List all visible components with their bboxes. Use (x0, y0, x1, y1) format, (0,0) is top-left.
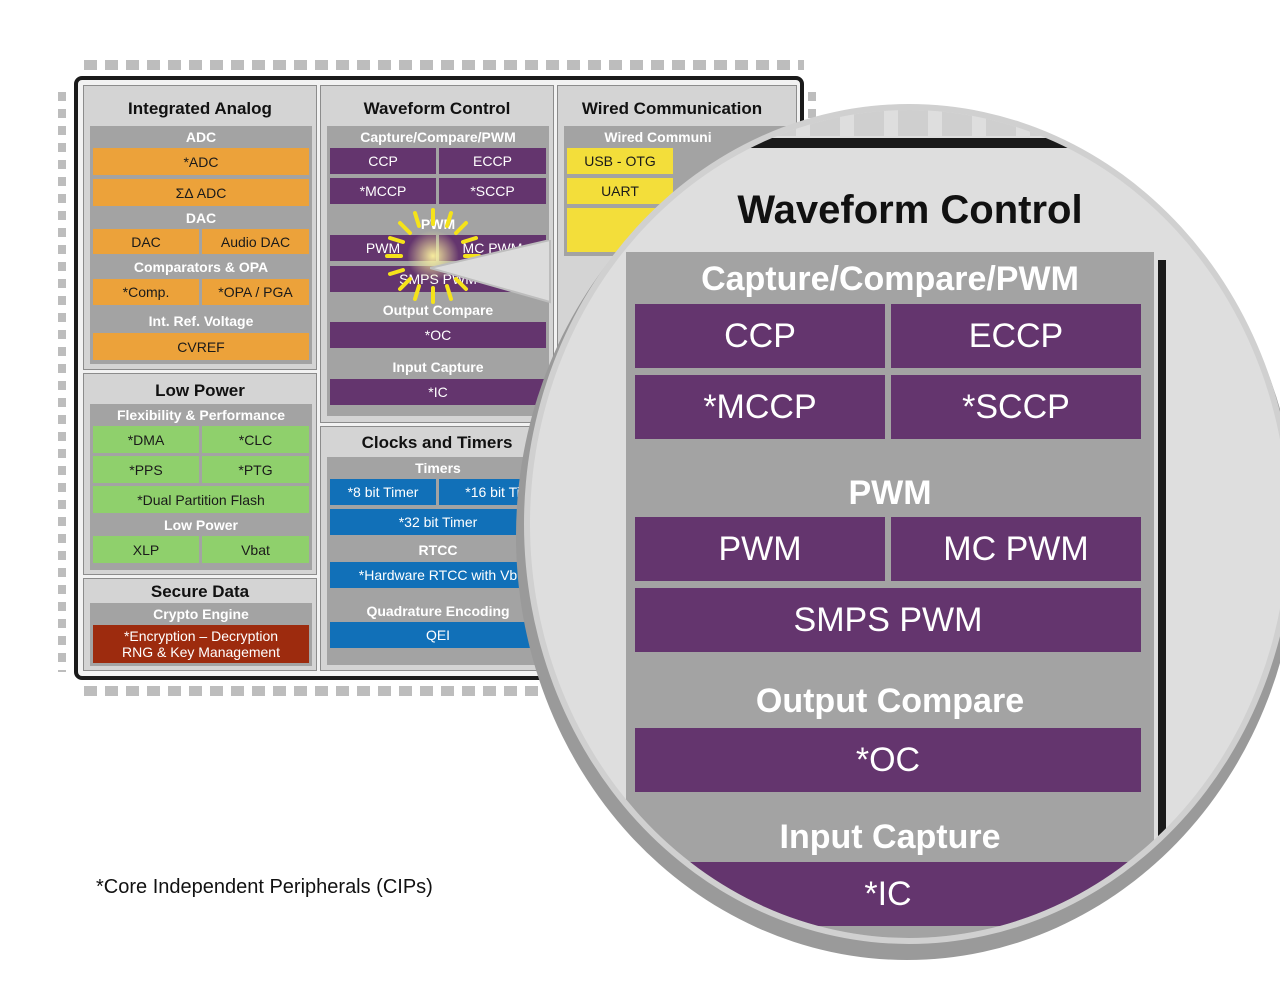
zoom-oc-block: *OC (635, 728, 1141, 792)
rtcc-header: RTCC (418, 542, 458, 558)
zoom-pwm-block: PWM (635, 517, 885, 581)
crypto-block: *Encryption – Decryption RNG & Key Manag… (93, 625, 309, 663)
panel-title: Waveform Control (363, 99, 511, 118)
adc-header: ADC (185, 129, 217, 145)
oc-block: *OC (330, 322, 546, 348)
timers-header: Timers (415, 460, 461, 476)
dma-block: *DMA (93, 426, 199, 453)
crypto-line-1: *Encryption – Decryption (123, 628, 279, 644)
zoom-mc-pwm-block: MC PWM (891, 517, 1141, 581)
zoom-chip-border (530, 138, 1280, 148)
zoom-ccp-block: CCP (635, 304, 885, 368)
ccp-block: CCP (330, 148, 436, 174)
chip-pins-bottom (84, 686, 804, 696)
secure-data-panel: Secure Data Crypto Engine *Encryption – … (83, 578, 317, 671)
uart-block: UART (567, 178, 673, 204)
clocks-subpanel: Timers *8 bit Timer *16 bit Ti *32 bit T… (327, 457, 549, 665)
zoom-eccp-block: ECCP (891, 304, 1141, 368)
rtcc-block: *Hardware RTCC with Vb (330, 562, 546, 588)
dual-partition-flash-block: *Dual Partition Flash (93, 486, 309, 513)
timer-8bit-block: *8 bit Timer (330, 479, 436, 505)
panel-title: Integrated Analog (128, 99, 272, 118)
secure-subpanel: Crypto Engine *Encryption – Decryption R… (90, 603, 312, 666)
usb-otg-block: USB - OTG (567, 148, 673, 174)
dac-header: DAC (185, 210, 217, 226)
comparators-header: Comparators & OPA (133, 259, 269, 275)
comparator-block: *Comp. (93, 279, 199, 305)
output-compare-header: Output Compare (382, 302, 494, 318)
low-power-header: Low Power (164, 517, 238, 533)
crypto-engine-header: Crypto Engine (153, 606, 249, 622)
adc-block: *ADC (93, 148, 309, 175)
microcontroller-block-diagram: Integrated Analog ADC *ADC ΣΔ ADC DAC DA… (74, 76, 804, 680)
magnifier-pointer (430, 240, 551, 304)
zoom-pwm-header: PWM (848, 474, 932, 512)
zoom-title: Waveform Control (737, 188, 1083, 232)
clocks-timers-panel: Clocks and Timers Timers *8 bit Timer *1… (320, 426, 554, 671)
low-power-subpanel: Flexibility & Performance *DMA *CLC *PPS… (90, 404, 312, 570)
ccp-header: Capture/Compare/PWM (360, 129, 516, 145)
zoom-mccp-block: *MCCP (635, 375, 885, 439)
input-capture-header: Input Capture (392, 359, 484, 375)
quadrature-encoding-header: Quadrature Encoding (366, 603, 510, 619)
pps-block: *PPS (93, 456, 199, 483)
integrated-analog-panel: Integrated Analog ADC *ADC ΣΔ ADC DAC DA… (83, 85, 317, 370)
mccp-block: *MCCP (330, 178, 436, 204)
panel-title: Clocks and Timers (361, 433, 513, 452)
eccp-block: ECCP (439, 148, 546, 174)
crypto-line-2: RNG & Key Management (122, 644, 280, 660)
zoom-right-divider (1158, 260, 1166, 938)
waveform-control-panel: Waveform Control Capture/Compare/PWM CCP… (320, 85, 554, 423)
sigma-delta-adc-block: ΣΔ ADC (93, 179, 309, 206)
int-ref-voltage-header: Int. Ref. Voltage (148, 313, 254, 329)
timer-32bit-block: *32 bit Timer (330, 509, 546, 535)
ptg-block: *PTG (202, 456, 309, 483)
sccp-block: *SCCP (439, 178, 546, 204)
magnified-waveform-control: Waveform Control Capture/Compare/PWM CCP… (530, 110, 1280, 938)
chip-pins-left (58, 92, 66, 672)
zoom-pins (590, 110, 1280, 136)
zoom-ic-block: *IC (635, 862, 1141, 926)
opa-pga-block: *OPA / PGA (202, 279, 309, 305)
audio-dac-block: Audio DAC (202, 229, 309, 254)
zoom-ccp-header: Capture/Compare/PWM (701, 260, 1079, 298)
footnote: *Core Independent Peripherals (CIPs) (96, 876, 433, 898)
zoom-smps-pwm-block: SMPS PWM (635, 588, 1141, 652)
panel-title: Low Power (155, 381, 245, 400)
flexibility-header: Flexibility & Performance (116, 407, 286, 423)
low-power-panel: Low Power Flexibility & Performance *DMA… (83, 373, 317, 575)
cvref-block: CVREF (93, 333, 309, 360)
ic-block: *IC (330, 379, 546, 405)
pwm-header: PWM (420, 216, 456, 232)
zoom-sccp-block: *SCCP (891, 375, 1141, 439)
zoom-input-capture-header: Input Capture (779, 818, 1001, 856)
qei-block: QEI (330, 622, 546, 648)
chip-pins-top (84, 60, 804, 70)
dac-block: DAC (93, 229, 199, 254)
clc-block: *CLC (202, 426, 309, 453)
vbat-block: Vbat (202, 536, 309, 563)
zoom-output-compare-header: Output Compare (755, 682, 1025, 720)
xlp-block: XLP (93, 536, 199, 563)
magnifier-lens: Waveform Control Capture/Compare/PWM CCP… (524, 104, 1280, 944)
analog-subpanel: ADC *ADC ΣΔ ADC DAC DAC Audio DAC Compar… (90, 126, 312, 364)
panel-title: Secure Data (150, 582, 250, 601)
